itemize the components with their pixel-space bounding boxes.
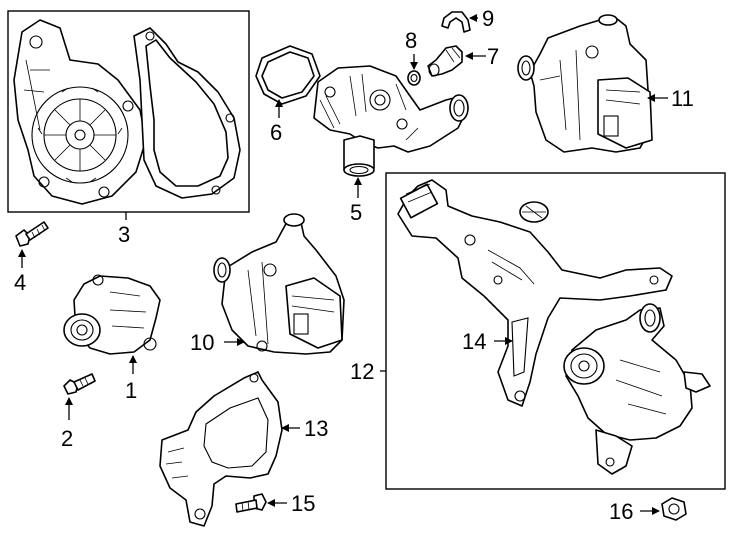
callout-3: 3 xyxy=(118,222,130,247)
callout-8: 8 xyxy=(405,28,417,53)
thermostat-gasket xyxy=(255,45,321,105)
auxiliary-water-pump-lower xyxy=(563,303,711,475)
bolt-2 xyxy=(63,373,96,395)
callout-9: 9 xyxy=(482,6,494,31)
callout-16: 16 xyxy=(609,499,633,524)
group-box-3 xyxy=(7,10,250,213)
callout-14: 14 xyxy=(462,329,486,354)
callout-12: 12 xyxy=(350,359,374,384)
callout-6: 6 xyxy=(270,120,282,145)
callout-13: 13 xyxy=(304,416,328,441)
callout-1: 1 xyxy=(125,378,137,403)
o-ring xyxy=(407,70,421,86)
water-pump xyxy=(63,274,161,355)
mounting-bracket xyxy=(397,179,673,407)
callout-7: 7 xyxy=(487,44,499,69)
temperature-sensor xyxy=(427,45,463,77)
pump-bracket xyxy=(159,371,283,527)
auxiliary-water-pump-center xyxy=(213,213,345,355)
gasket xyxy=(133,27,241,199)
bolt-4 xyxy=(15,221,49,247)
callout-4: 4 xyxy=(14,270,26,295)
callout-11: 11 xyxy=(671,86,694,111)
bolt-15 xyxy=(235,493,267,513)
retaining-clip xyxy=(441,11,471,33)
nut-16 xyxy=(661,497,687,521)
water-pump-cover xyxy=(13,19,147,205)
thermostat-housing xyxy=(313,65,469,177)
callout-2: 2 xyxy=(61,426,73,451)
group-box-12 xyxy=(385,172,726,490)
auxiliary-water-pump-upper xyxy=(517,14,653,153)
callout-15: 15 xyxy=(291,491,315,516)
callout-5: 5 xyxy=(350,200,362,225)
callout-10: 10 xyxy=(190,330,214,355)
